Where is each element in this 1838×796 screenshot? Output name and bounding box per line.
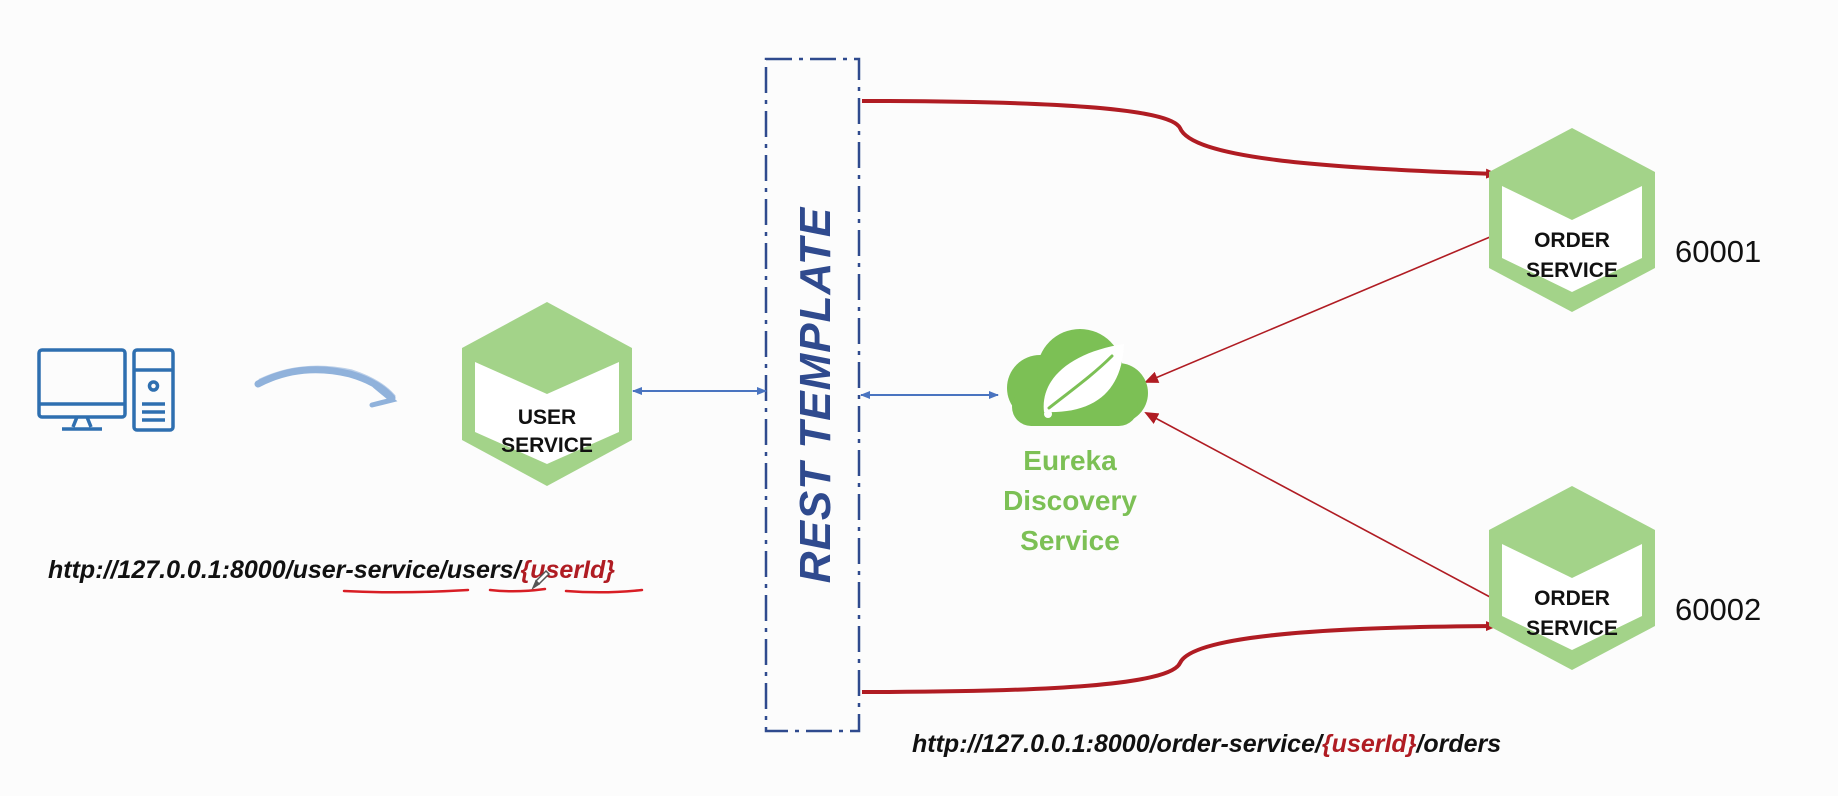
user-url-resource: users xyxy=(447,556,514,584)
rest-to-order-service-1-arrow xyxy=(861,99,1498,179)
order-url-suffix: /orders xyxy=(1415,730,1501,758)
order-service-2-label-line1: ORDER xyxy=(1534,587,1610,610)
order-service-url: http://127.0.0.1:8000/order-service/{use… xyxy=(912,730,1501,758)
pen-cursor-icon xyxy=(531,569,551,591)
order-service-1-registration-arrow xyxy=(1144,236,1491,383)
user-service-url: http://127.0.0.1:8000/user-service/users… xyxy=(48,556,615,584)
user-url-sep1: / xyxy=(439,556,450,584)
user-service-node: USER SERVICE xyxy=(462,302,632,486)
request-flow-arrow xyxy=(254,365,398,408)
order-service-1-node: ORDER SERVICE xyxy=(1489,128,1655,312)
user-service-label-line2: SERVICE xyxy=(501,434,593,457)
user-url-param: {userId} xyxy=(521,556,616,584)
rest-template-label: REST TEMPLATE xyxy=(791,206,840,583)
order-service-1-label-line1: ORDER xyxy=(1534,229,1610,252)
eureka-label-line1: Eureka xyxy=(1023,445,1117,476)
user-service-label-line1: USER xyxy=(518,406,576,429)
user-url-service: user-service xyxy=(293,556,440,584)
user-url-prefix: http://127.0.0.1:8000/ xyxy=(48,556,296,584)
rest-to-order-service-2-arrow xyxy=(861,621,1498,694)
desktop-computer-icon xyxy=(37,348,175,432)
order-url-param: {userId} xyxy=(1322,730,1417,758)
eureka-label-line2: Discovery xyxy=(1003,485,1137,516)
order-service-1-port: 60001 xyxy=(1675,234,1761,269)
order-service-2-port: 60002 xyxy=(1675,592,1761,627)
order-service-2-label-line2: SERVICE xyxy=(1526,617,1618,640)
order-url-prefix: http://127.0.0.1:8000/order-service/ xyxy=(912,730,1325,758)
order-service-2-registration-arrow xyxy=(1144,412,1491,598)
spring-leaf-cloud-icon xyxy=(1007,329,1148,426)
url-underline-annotations xyxy=(342,587,644,594)
eureka-label-line3: Service xyxy=(1020,525,1120,556)
order-service-1-label-line2: SERVICE xyxy=(1526,259,1618,282)
order-service-2-node: ORDER SERVICE xyxy=(1489,486,1655,670)
user-url-sep2: / xyxy=(513,556,524,584)
rest-template-box: REST TEMPLATE xyxy=(764,57,861,733)
